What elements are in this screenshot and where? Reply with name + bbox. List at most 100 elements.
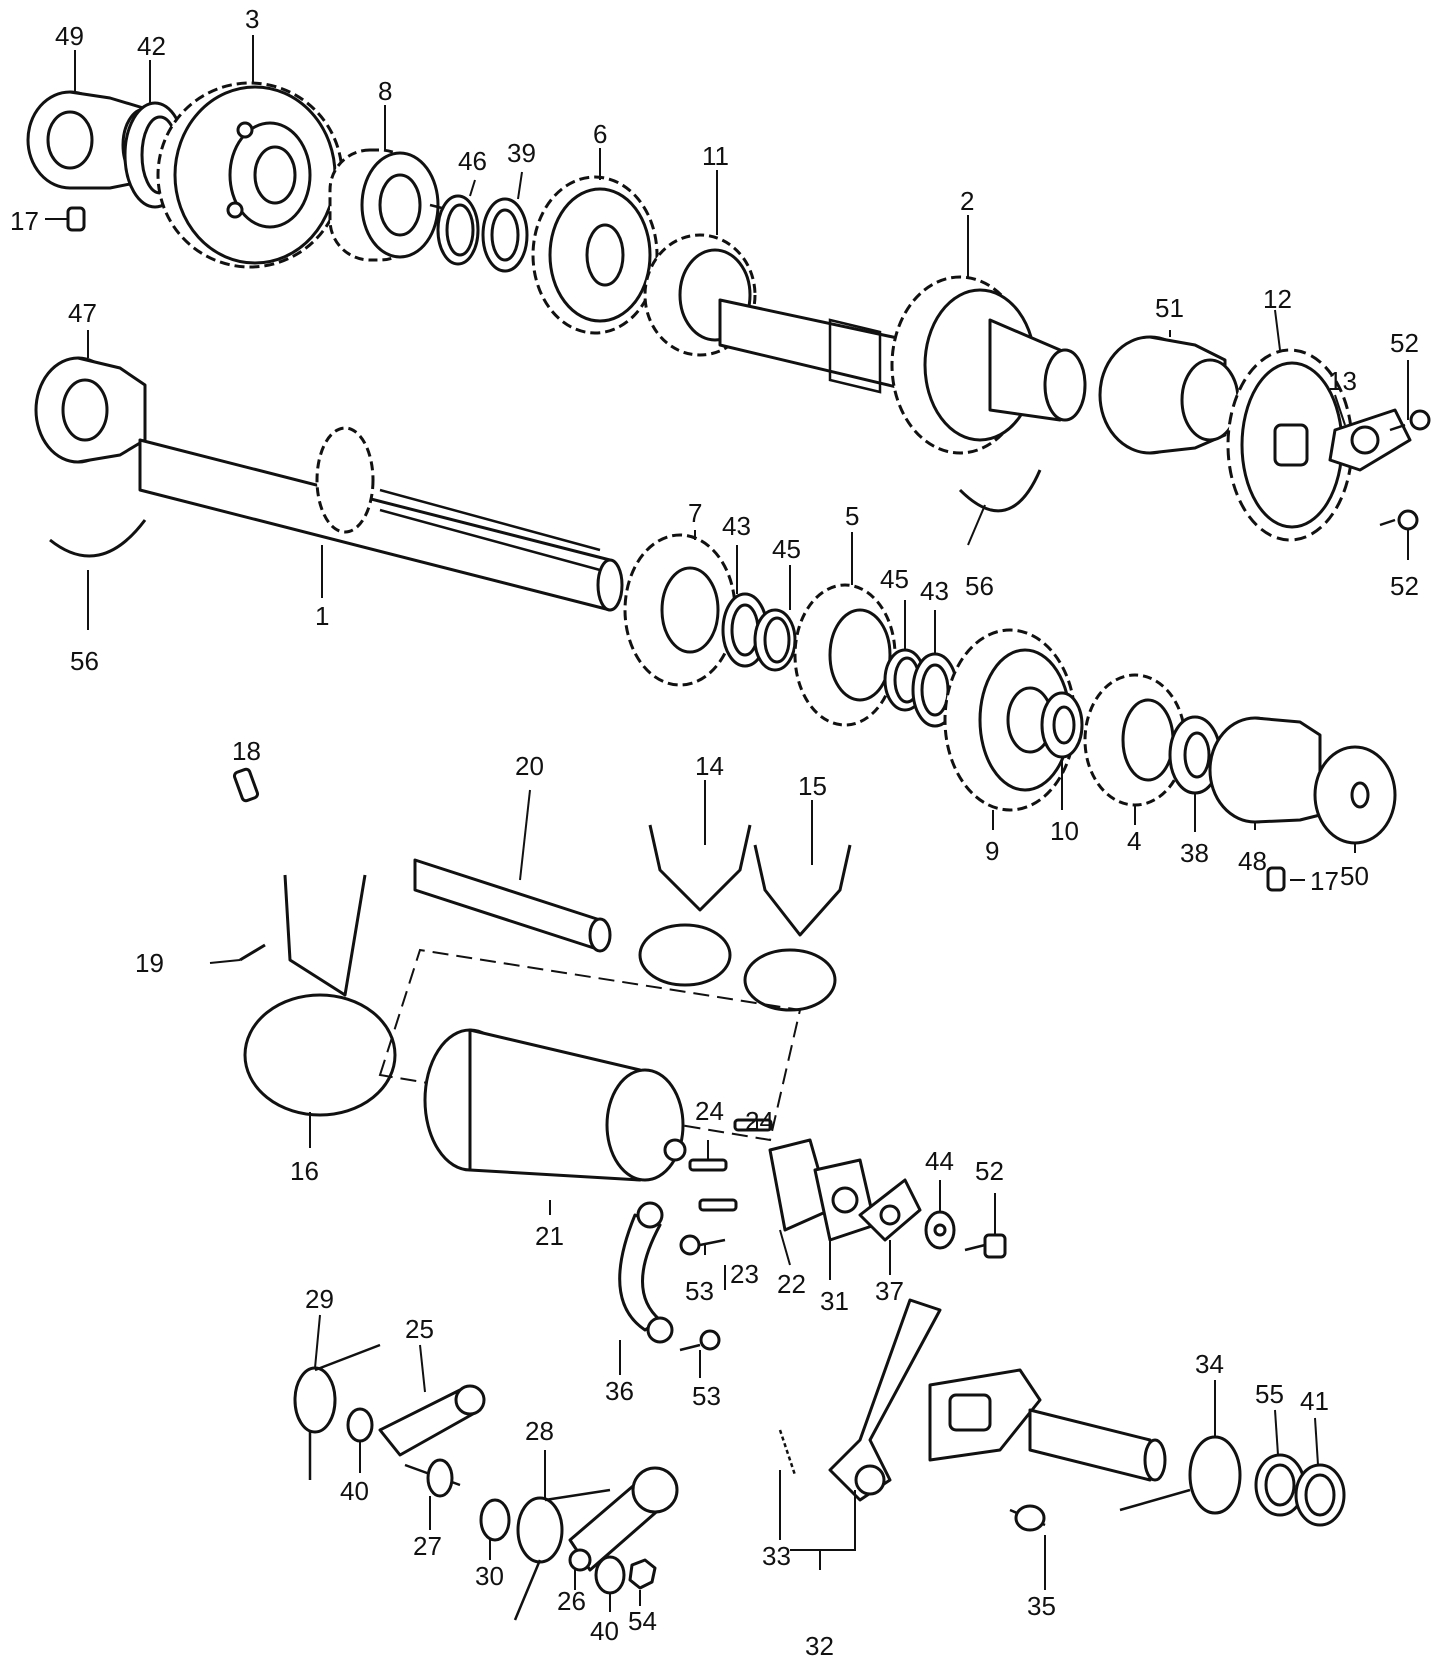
callout-56b: 56 — [965, 571, 994, 601]
part-41-seal — [1294, 1463, 1346, 1527]
callout-17a: 17 — [10, 206, 39, 236]
callout-28: 28 — [525, 1416, 554, 1446]
callout-22: 22 — [777, 1269, 806, 1299]
part-6-gear — [531, 175, 659, 335]
part-40-washer — [346, 1407, 374, 1443]
callout-44: 44 — [925, 1146, 954, 1176]
part-10-bushing — [1040, 691, 1084, 759]
callout-16: 16 — [290, 1156, 319, 1186]
part-5-gear — [793, 583, 897, 727]
callout-4: 4 — [1127, 826, 1141, 856]
callout-20: 20 — [515, 751, 544, 781]
callout-38: 38 — [1180, 838, 1209, 868]
leader-lines — [45, 35, 1409, 1612]
callout-12: 12 — [1263, 284, 1292, 314]
part-17-dowel-b — [1266, 866, 1286, 892]
callout-30: 30 — [475, 1561, 504, 1591]
part-54-nut — [628, 1558, 657, 1590]
part-35-bolt — [1009, 1504, 1046, 1532]
part-51-bearing — [1098, 335, 1240, 455]
part-3-gear — [156, 81, 344, 269]
callout-13: 13 — [1328, 366, 1357, 396]
callout-11: 11 — [702, 141, 729, 171]
part-23-pin — [698, 1198, 738, 1212]
callout-40b: 40 — [590, 1616, 619, 1646]
callout-39: 39 — [507, 138, 536, 168]
callout-9: 9 — [985, 836, 999, 866]
callout-49: 49 — [55, 21, 84, 51]
callout-7: 7 — [688, 498, 702, 528]
callout-50: 50 — [1340, 861, 1369, 891]
part-30-collar — [479, 1498, 511, 1542]
part-52-bolt-lower — [1379, 509, 1419, 531]
callout-10: 10 — [1050, 816, 1079, 846]
part-56-circlip-b — [958, 469, 1042, 513]
callout-36: 36 — [605, 1376, 634, 1406]
part-47-bearing — [34, 356, 147, 464]
part-26-arm — [568, 1466, 679, 1572]
callout-54: 54 — [628, 1606, 657, 1636]
part-16-fork — [243, 874, 397, 1117]
part-1-mainshaft — [138, 426, 624, 612]
callout-26: 26 — [557, 1586, 586, 1616]
part-7-gear — [623, 533, 737, 687]
part-14-fork — [638, 824, 752, 987]
part-31-plate — [813, 1158, 877, 1242]
part-44-washer — [924, 1210, 956, 1250]
callout-labels: 49 42 3 8 46 39 6 11 2 51 12 13 52 52 17… — [10, 4, 1419, 1661]
part-4-gear — [1083, 673, 1187, 807]
callout-46: 46 — [458, 146, 487, 176]
callout-23: 23 — [730, 1259, 759, 1289]
part-18-pin — [232, 767, 260, 803]
part-8-gear — [328, 148, 451, 262]
callout-35: 35 — [1027, 1591, 1056, 1621]
callout-21: 21 — [535, 1221, 564, 1251]
callout-52b: 52 — [1390, 571, 1419, 601]
part-39-washer — [481, 197, 529, 273]
callout-42: 42 — [137, 31, 166, 61]
callout-31: 31 — [820, 1286, 849, 1316]
part-15-fork — [743, 844, 852, 1012]
part-46-circlip — [436, 194, 480, 266]
part-52-bolt — [1389, 409, 1431, 432]
part-40-washer-b — [594, 1555, 626, 1595]
part-25-arm — [378, 1384, 486, 1457]
callout-17b: 17 — [1310, 866, 1339, 896]
part-34-spring — [1119, 1435, 1242, 1515]
callout-19: 19 — [135, 948, 164, 978]
callout-51: 51 — [1155, 293, 1184, 323]
callout-14: 14 — [695, 751, 724, 781]
part-32-lever — [828, 1298, 942, 1502]
callout-55: 55 — [1255, 1379, 1284, 1409]
part-37-stopper — [858, 1178, 922, 1242]
callout-29: 29 — [305, 1284, 334, 1314]
callout-47: 47 — [68, 298, 97, 328]
callout-24a: 24 — [695, 1096, 724, 1126]
callout-5: 5 — [845, 501, 859, 531]
callout-33: 33 — [762, 1541, 791, 1571]
callout-8: 8 — [378, 76, 392, 106]
part-27-bolt — [404, 1458, 461, 1498]
part-56-circlip — [49, 519, 147, 558]
part-52-bolt-c — [964, 1233, 1007, 1259]
callout-3: 3 — [245, 4, 259, 34]
callout-52c: 52 — [975, 1156, 1004, 1186]
part-45-circlip — [753, 608, 797, 672]
callout-56a: 56 — [70, 646, 99, 676]
shift-spindle-arm — [928, 1368, 1167, 1482]
callout-43b: 43 — [920, 576, 949, 606]
callout-1: 1 — [315, 601, 329, 631]
part-33-spring — [778, 1429, 797, 1476]
part-21-shift-drum — [378, 948, 802, 1182]
callout-32: 32 — [805, 1631, 834, 1661]
part-36-link — [618, 1201, 674, 1344]
callout-15: 15 — [798, 771, 827, 801]
callout-52a: 52 — [1390, 328, 1419, 358]
part-20-fork-shaft — [413, 858, 612, 953]
callout-34: 34 — [1195, 1349, 1224, 1379]
callout-45b: 45 — [880, 564, 909, 594]
callout-2: 2 — [960, 186, 974, 216]
callout-53a: 53 — [685, 1276, 714, 1306]
callout-25: 25 — [405, 1314, 434, 1344]
